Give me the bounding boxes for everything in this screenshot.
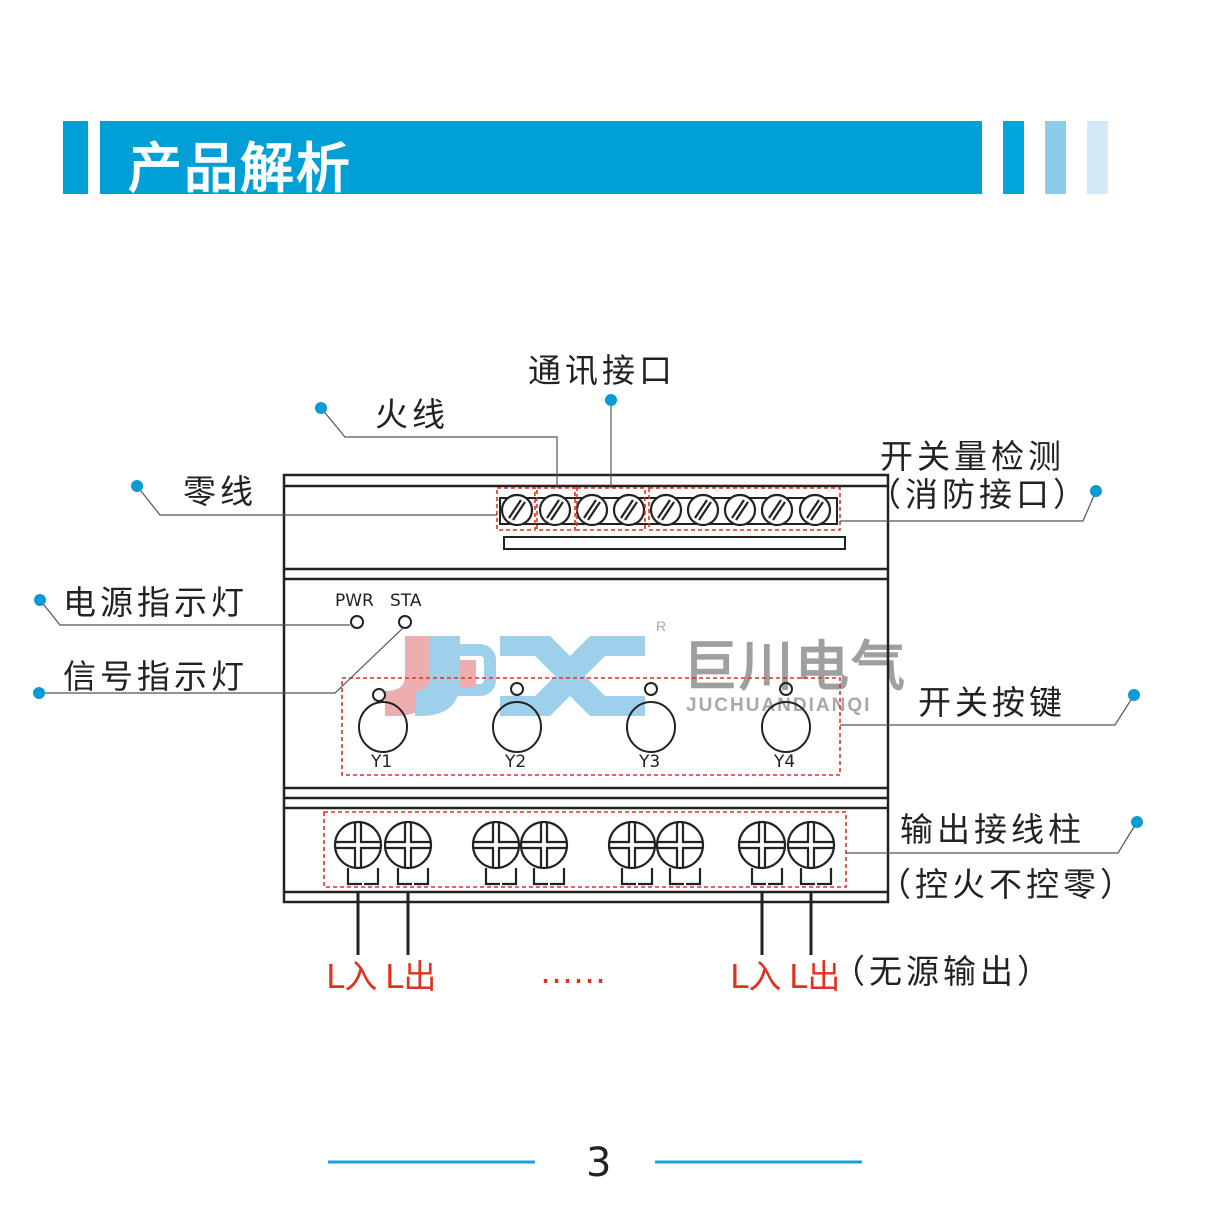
output-wires (356, 892, 813, 955)
page-number: 3 (586, 1140, 612, 1186)
header-bar-left (63, 121, 88, 194)
switch-buttons (358, 682, 811, 753)
svg-text:巨川电气: 巨川电气 (683, 635, 907, 698)
terminal-screw (500, 493, 534, 527)
label-signal-led: 信号指示灯 (63, 657, 248, 696)
l-out-label-2: L出 (789, 957, 841, 996)
svg-text:JUCHUANDIANQI: JUCHUANDIANQI (686, 695, 871, 716)
output-screw (607, 820, 657, 886)
output-screw (655, 820, 705, 886)
output-screw (786, 820, 836, 886)
l-in-label-1: L入 (326, 957, 378, 996)
terminal-screw (723, 493, 757, 527)
sta-led (398, 615, 412, 629)
device-body (282, 473, 890, 904)
sta-label: STA (390, 591, 422, 611)
callout-lines (39, 400, 1138, 854)
terminal-screw (686, 493, 720, 527)
button-y1[interactable]: Y1 (371, 752, 393, 772)
page-title: 产品解析 (128, 137, 352, 200)
label-switch-keys: 开关按键 (918, 683, 1066, 722)
terminal-screw (612, 493, 646, 527)
callout-dots (33, 394, 1143, 828)
terminal-screw (538, 493, 572, 527)
ellipsis: …… (540, 952, 606, 991)
output-screw (383, 820, 433, 886)
output-terminals (333, 820, 836, 886)
pwr-led (350, 615, 364, 629)
label-output-note: （控火不控零） (878, 865, 1137, 904)
passive-output-label: （无源输出） (832, 952, 1054, 991)
button-y3[interactable]: Y3 (639, 752, 661, 772)
header-stripe-3 (1087, 121, 1108, 194)
terminal-screw (760, 493, 794, 527)
header-stripe-2 (1045, 121, 1066, 194)
pwr-label: PWR (335, 591, 374, 611)
label-switch-detect: 开关量检测 (880, 437, 1065, 476)
label-neutral: 零线 (183, 472, 257, 511)
label-output-terminals: 输出接线柱 (900, 810, 1085, 849)
label-fire-interface: （消防接口） (868, 475, 1090, 514)
header-bar (100, 121, 982, 194)
label-live: 火线 (375, 395, 449, 434)
label-power-led: 电源指示灯 (63, 583, 248, 622)
brand-logo: R 巨川电气 JUCHUANDIANQI (385, 618, 907, 716)
l-in-label-2: L入 (730, 957, 782, 996)
terminal-screw (575, 493, 609, 527)
output-screw (333, 820, 383, 886)
l-out-label-1: L出 (385, 957, 437, 996)
output-screw (519, 820, 569, 886)
button-y4[interactable]: Y4 (774, 752, 796, 772)
output-screw (737, 820, 787, 886)
terminal-screw (798, 493, 832, 527)
header-stripe-1 (1003, 121, 1024, 194)
label-comm: 通讯接口 (528, 351, 676, 390)
output-screw (471, 820, 521, 886)
top-terminal-block (323, 487, 847, 888)
registered-mark: R (656, 618, 666, 634)
button-y2[interactable]: Y2 (505, 752, 527, 772)
terminal-screw (649, 493, 683, 527)
